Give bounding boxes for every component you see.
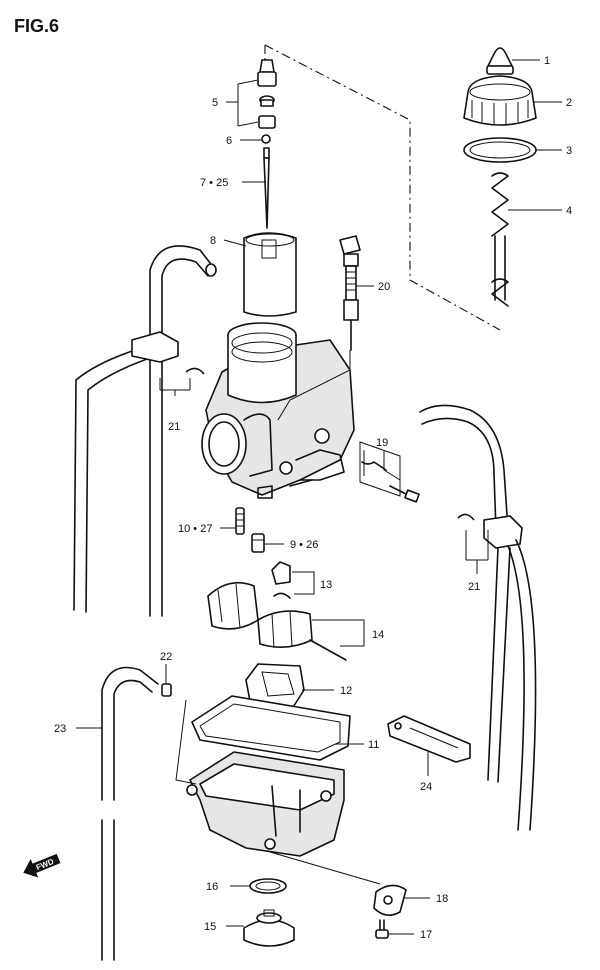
part-6-e-ring [261, 134, 271, 144]
float-chamber [186, 751, 345, 857]
part-1-cap-nut [486, 47, 514, 75]
callout-1: 1 [544, 55, 550, 67]
fwd-arrow-icon: FWD [23, 853, 61, 878]
part-9-main-jet [251, 533, 265, 553]
part-2-carb-cap [463, 75, 537, 126]
callout-22: 22 [160, 651, 172, 663]
part-16-drain-o-ring [249, 878, 287, 894]
callout-10-27: 10 • 27 [178, 523, 212, 535]
right-vent-hose [419, 404, 537, 831]
callout-3: 3 [566, 145, 572, 157]
part-8-throttle-valve [243, 232, 297, 317]
part-4-throttle-spring [491, 172, 509, 307]
part-7-jet-needle [263, 147, 270, 229]
part-22-hose-clip [161, 683, 172, 697]
callout-11: 11 [368, 739, 379, 751]
callout-21-left: 21 [168, 421, 180, 433]
part-24-bracket [387, 715, 471, 763]
part-10-needle-jet [235, 507, 245, 535]
callout-19: 19 [376, 437, 388, 449]
callout-8: 8 [210, 235, 216, 247]
callout-2: 2 [566, 97, 572, 109]
callout-12: 12 [340, 685, 352, 697]
left-vent-hose [73, 245, 217, 617]
callout-14: 14 [372, 629, 384, 641]
part-19-pilot-air-screw [359, 441, 420, 503]
callout-24: 24 [420, 781, 432, 793]
part-23-overflow-hose [101, 666, 159, 961]
callout-9-26: 9 • 26 [290, 539, 318, 551]
callout-6: 6 [226, 135, 232, 147]
part-18-cable-clamp [373, 884, 407, 916]
callout-23: 23 [54, 723, 66, 735]
part-11-float-chamber-gasket [191, 695, 351, 761]
callout-18: 18 [436, 893, 448, 905]
callout-5: 5 [212, 97, 218, 109]
callout-16: 16 [206, 881, 218, 893]
figure-title: FIG.6 [14, 16, 59, 36]
callout-20: 20 [378, 281, 390, 293]
callout-4: 4 [566, 205, 572, 217]
assembly-guide-line [264, 44, 501, 331]
callout-13: 13 [320, 579, 332, 591]
carburetor-body [201, 322, 355, 499]
part-5-needle-clip-set [257, 59, 277, 129]
part-13-float-valve [271, 561, 291, 599]
callout-17: 17 [420, 929, 432, 941]
fwd-label: FWD [35, 857, 55, 872]
part-20-throttle-stop-screw [339, 235, 361, 351]
part-15-drain-plug [243, 909, 295, 947]
part-17-clamp-screw [375, 919, 389, 939]
leader-lines [76, 59, 562, 935]
callout-15: 15 [204, 921, 216, 933]
callout-7-25: 7 • 25 [200, 177, 228, 189]
part-14-float-assembly [207, 581, 347, 661]
callout-21-right: 21 [468, 581, 480, 593]
